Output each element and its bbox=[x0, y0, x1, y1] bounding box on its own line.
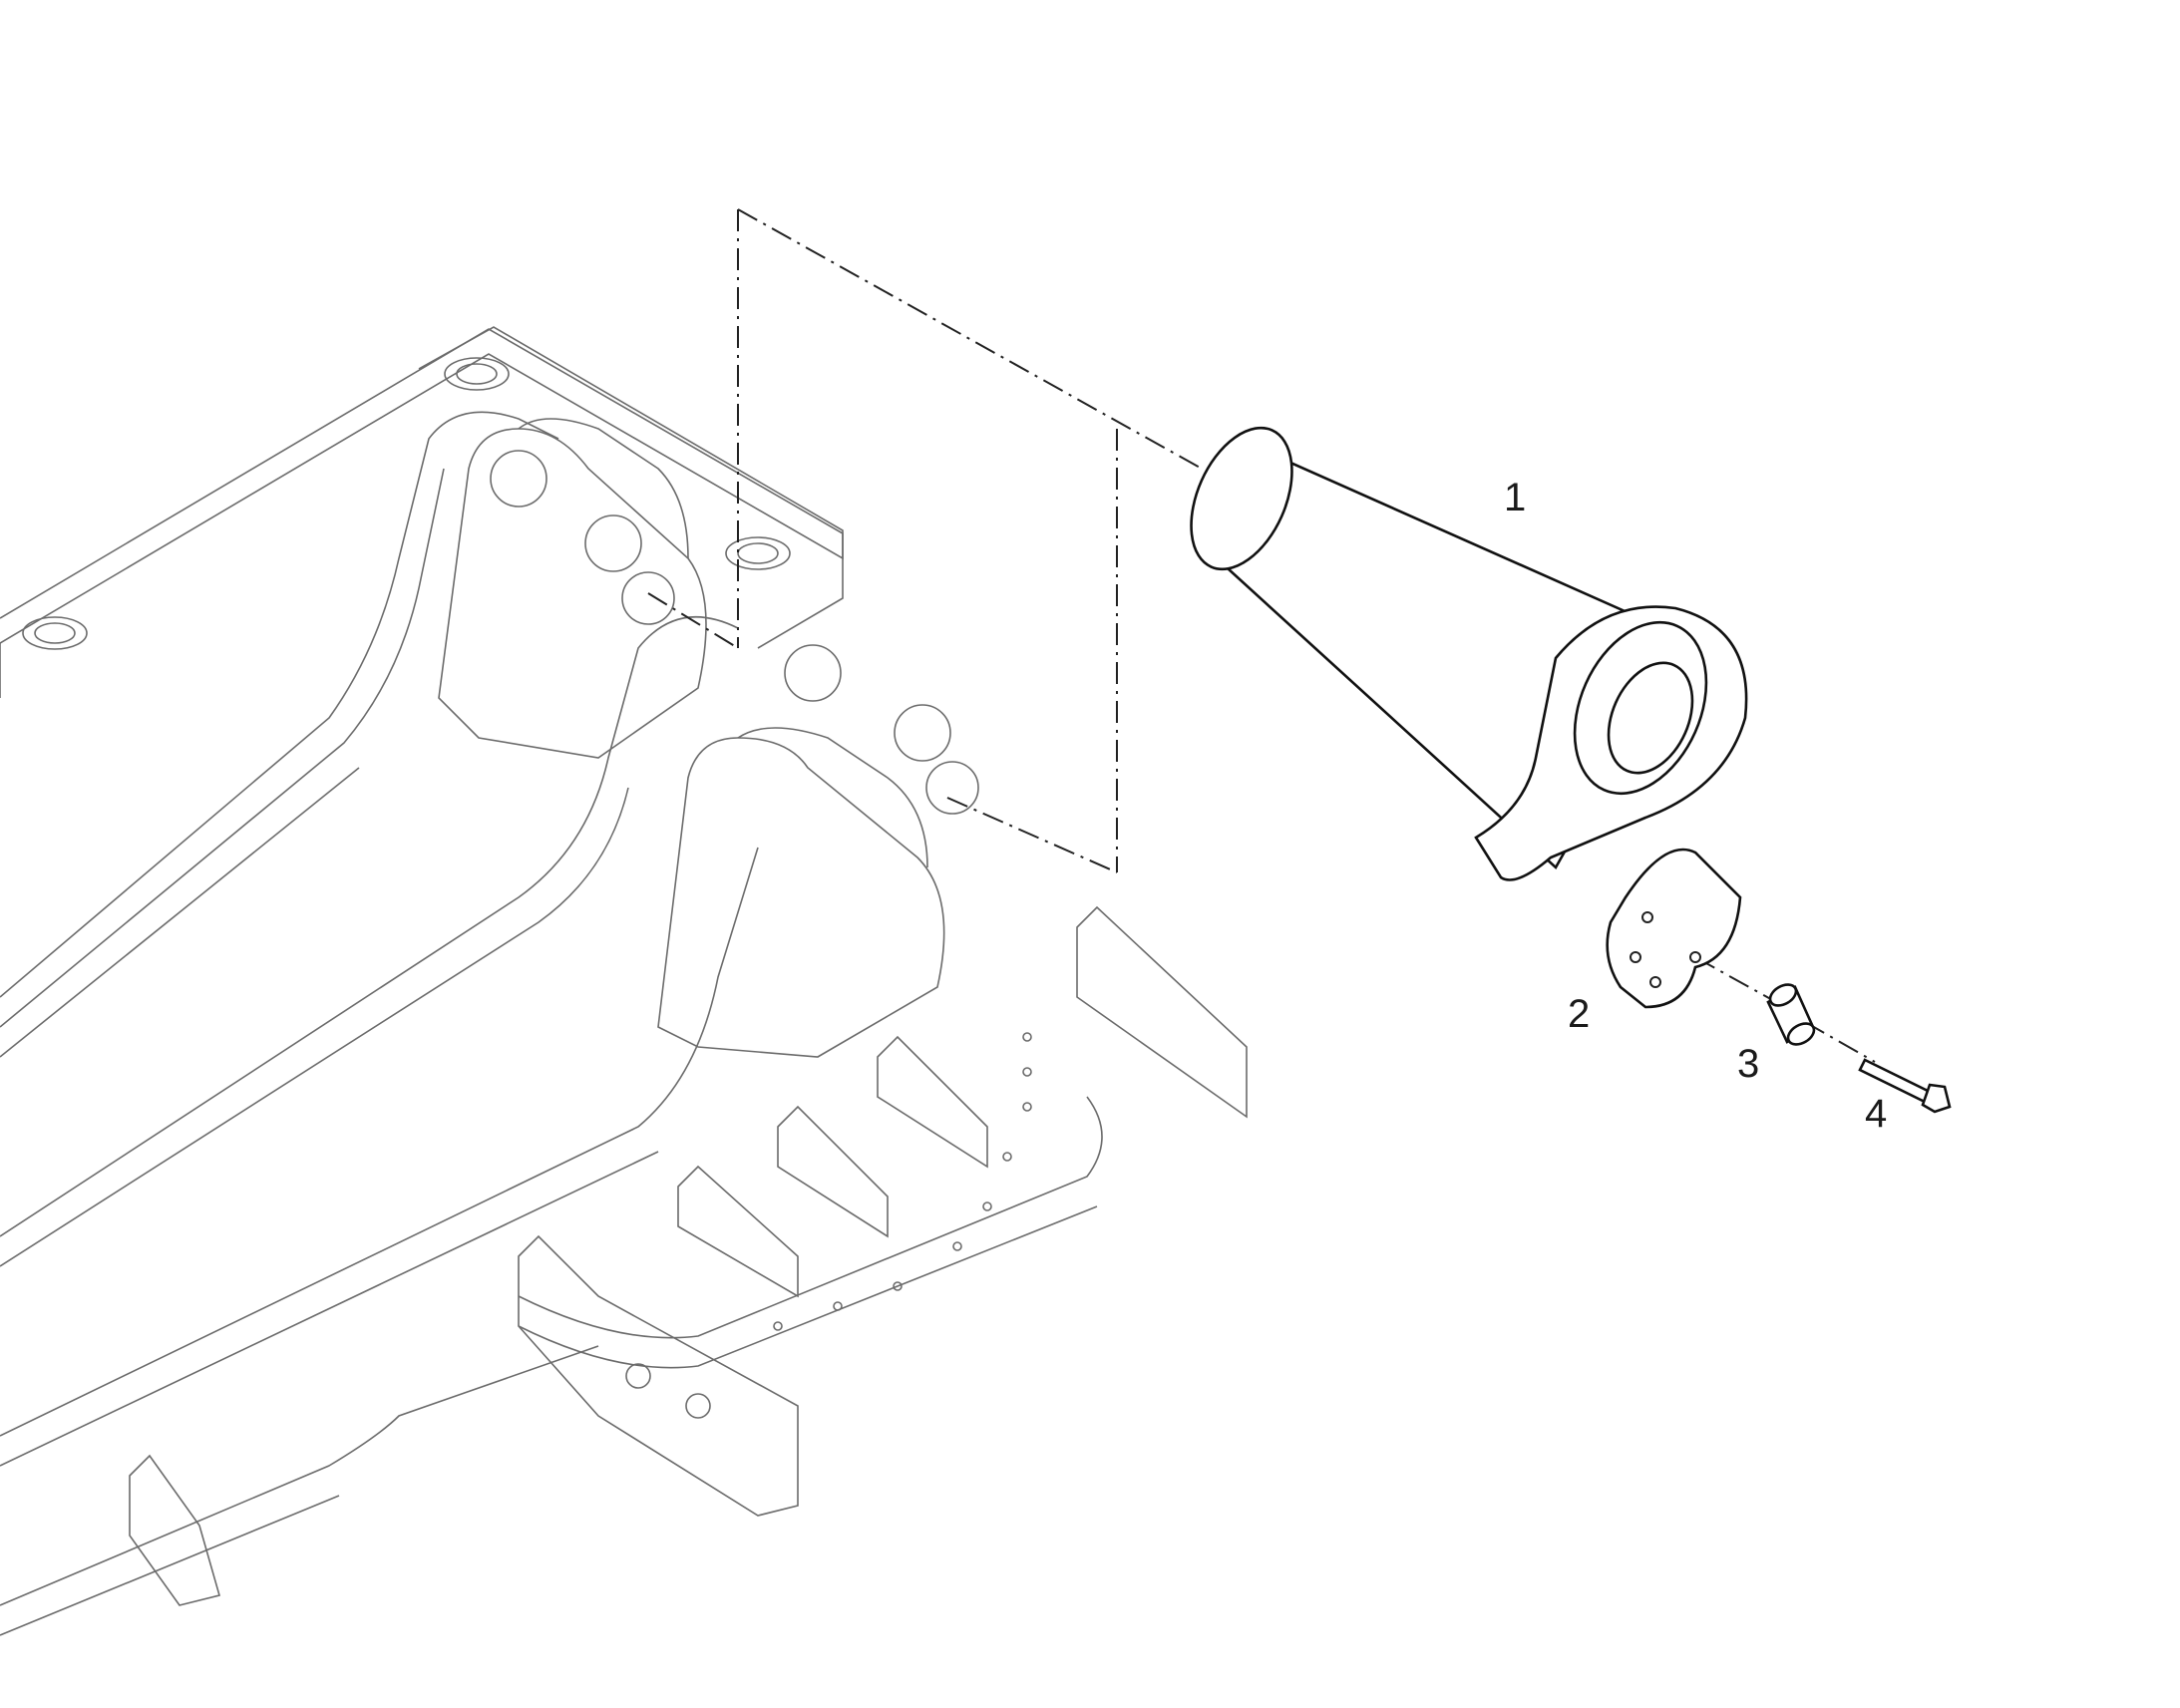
machine-frame bbox=[0, 326, 1248, 1636]
bolt-part bbox=[1858, 1058, 1952, 1114]
pin-part bbox=[1190, 426, 1748, 881]
spacer-part bbox=[1766, 983, 1816, 1046]
lock-plate-part bbox=[1606, 848, 1742, 1009]
callout-3: 3 bbox=[1737, 1042, 1759, 1086]
callout-2: 2 bbox=[1568, 992, 1590, 1036]
callout-4: 4 bbox=[1865, 1092, 1887, 1136]
callout-1: 1 bbox=[1504, 476, 1526, 519]
assembly-lines bbox=[647, 208, 1876, 1063]
